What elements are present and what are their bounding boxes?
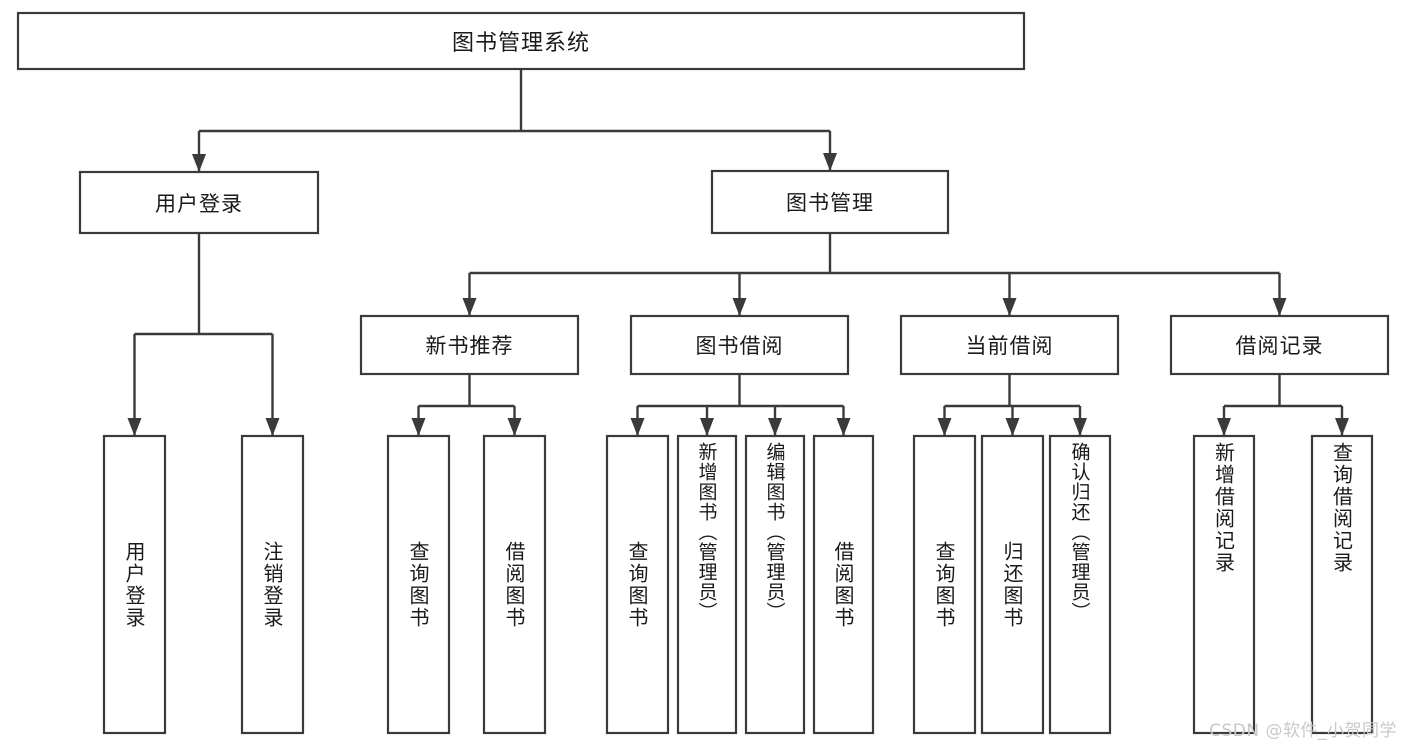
node-box-current-borrow bbox=[899, 314, 1120, 376]
arrow-head-leaf-query-book-cur bbox=[937, 418, 952, 436]
arrow-head-borrow-record bbox=[1272, 298, 1287, 316]
arrow-head-leaf-confirm-return bbox=[1073, 418, 1087, 436]
node-box-root bbox=[16, 11, 1026, 71]
arrow-head-user-login bbox=[192, 154, 206, 172]
arrow-head-current-borrow bbox=[1002, 298, 1017, 316]
node-box-leaf-add-record bbox=[1192, 434, 1256, 735]
arrow-head-leaf-borrow-book-rec bbox=[507, 418, 522, 436]
node-box-leaf-borrow-book-bor bbox=[812, 434, 875, 735]
node-box-leaf-user-login bbox=[102, 434, 167, 735]
arrow-head-leaf-query-book-bor bbox=[630, 418, 645, 436]
node-box-leaf-confirm-return bbox=[1048, 434, 1112, 735]
node-box-user-login bbox=[78, 170, 320, 235]
arrow-head-leaf-return-book bbox=[1005, 418, 1020, 436]
arrow-head-leaf-edit-book bbox=[768, 418, 782, 436]
arrow-head-new-book-recommend bbox=[462, 298, 477, 316]
arrow-head-leaf-add-book bbox=[700, 418, 714, 436]
arrow-head-book-manage bbox=[823, 153, 837, 171]
node-box-book-borrow bbox=[629, 314, 850, 376]
node-box-leaf-add-book bbox=[676, 434, 738, 735]
arrow-head-leaf-logout bbox=[265, 418, 280, 436]
node-boxes-layer bbox=[16, 11, 1390, 735]
node-box-borrow-record bbox=[1169, 314, 1390, 376]
node-box-leaf-query-book-bor bbox=[605, 434, 670, 735]
node-box-leaf-logout bbox=[240, 434, 305, 735]
connectors-layer bbox=[127, 69, 1349, 436]
node-box-leaf-borrow-book-rec bbox=[482, 434, 547, 735]
node-box-leaf-query-record bbox=[1310, 434, 1374, 735]
arrow-head-leaf-borrow-book-bor bbox=[836, 418, 851, 436]
node-box-new-book-recommend bbox=[359, 314, 580, 376]
node-box-leaf-edit-book bbox=[744, 434, 806, 735]
arrow-head-leaf-query-book-rec bbox=[411, 418, 426, 436]
arrow-head-leaf-add-record bbox=[1217, 418, 1231, 436]
node-box-book-manage bbox=[710, 169, 950, 235]
node-box-leaf-return-book bbox=[980, 434, 1045, 735]
arrow-head-book-borrow bbox=[732, 298, 747, 316]
arrow-head-leaf-user-login bbox=[127, 418, 142, 436]
node-box-leaf-query-book-rec bbox=[386, 434, 451, 735]
arrow-head-leaf-query-record bbox=[1335, 418, 1349, 436]
node-box-leaf-query-book-cur bbox=[912, 434, 977, 735]
